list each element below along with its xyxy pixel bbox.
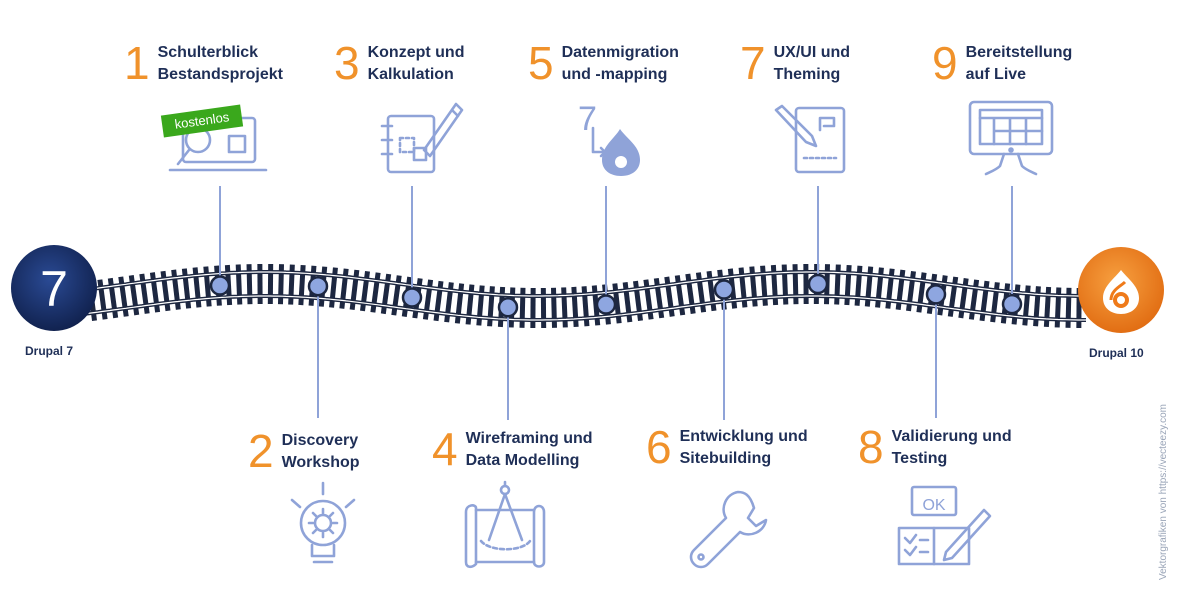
step-number: 7 [740, 42, 766, 84]
step-node-2 [309, 277, 327, 295]
drupal7-circle: 7 [11, 245, 97, 331]
drupal7-number: 7 [40, 261, 68, 317]
step-5: 5 Datenmigration und -mapping [528, 42, 679, 86]
step-6: 6 Entwicklung und Sitebuilding [646, 426, 808, 470]
step-title: Entwicklung und Sitebuilding [680, 426, 808, 470]
step-node-1 [211, 277, 229, 295]
step-node-3 [403, 288, 421, 306]
step-title: Validierung und Testing [892, 426, 1012, 470]
step-number: 5 [528, 42, 554, 84]
migration-seven-glyph: 7 [578, 100, 597, 138]
drupal7-label: Drupal 7 [25, 344, 73, 358]
step-4: 4 Wireframing und Data Modelling [432, 428, 593, 472]
step-number: 1 [124, 42, 150, 84]
step-title: Schulterblick Bestandsprojekt [158, 42, 283, 86]
image-credit: Vektorgrafiken von https://vecteezy.com [1158, 404, 1169, 580]
step-title: Discovery Workshop [282, 430, 360, 474]
step-2: 2 Discovery Workshop [248, 430, 360, 474]
ok-label: OK [922, 497, 945, 514]
step-title: Bereitstellung auf Live [966, 42, 1073, 86]
step-number: 4 [432, 428, 458, 470]
step-node-7 [809, 275, 827, 293]
step-number: 3 [334, 42, 360, 84]
lightbulb-gear-icon [292, 483, 354, 562]
drupal10-circle [1078, 247, 1164, 333]
step-title: Datenmigration und -mapping [562, 42, 679, 86]
step-3: 3 Konzept und Kalkulation [334, 42, 464, 86]
step-node-6 [715, 281, 733, 299]
step-node-4 [499, 298, 517, 316]
notebook-pencil-icon [382, 104, 462, 172]
step-number: 6 [646, 426, 672, 468]
design-pen-tablet-icon [776, 106, 844, 172]
step-title: Konzept und Kalkulation [368, 42, 465, 86]
step-7: 7 UX/UI und Theming [740, 42, 850, 86]
step-title: UX/UI und Theming [774, 42, 850, 86]
migration-arrow-drop-icon [593, 128, 640, 176]
step-node-9 [1003, 295, 1021, 313]
step-node-8 [927, 285, 945, 303]
step-number: 8 [858, 426, 884, 468]
blueprint-compass-icon [466, 482, 544, 567]
wrench-icon [691, 492, 766, 567]
monitor-dashboard-icon [970, 102, 1052, 174]
step-node-5 [597, 295, 615, 313]
step-number: 2 [248, 430, 274, 472]
step-9: 9 Bereitstellung auf Live [932, 42, 1072, 86]
drupal10-label: Drupal 10 [1089, 346, 1144, 360]
step-title: Wireframing und Data Modelling [466, 428, 593, 472]
step-number: 9 [932, 42, 958, 84]
step-8: 8 Validierung und Testing [858, 426, 1012, 470]
step-1: 1 Schulterblick Bestandsprojekt [124, 42, 283, 86]
